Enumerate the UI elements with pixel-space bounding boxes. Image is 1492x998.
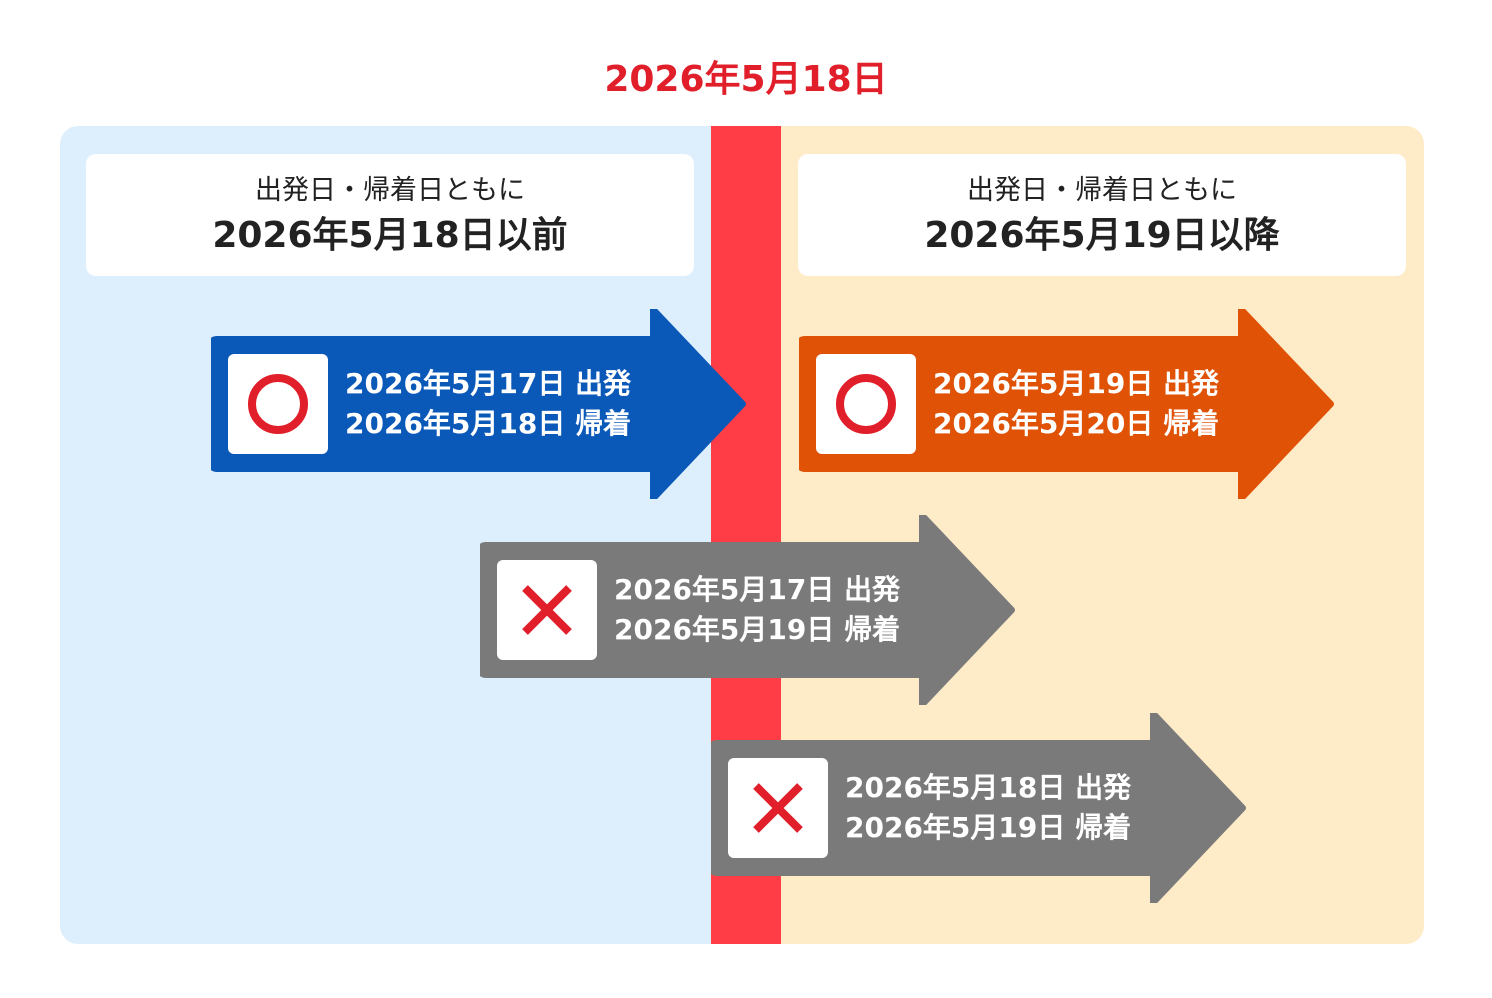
cross-icon	[753, 783, 803, 833]
trip-arrow-3: 2026年5月17日 出発 2026年5月19日 帰着	[480, 515, 1016, 705]
after-period-label-line2: 2026年5月19日以降	[924, 215, 1280, 256]
trip-depart: 2026年5月17日 出発	[345, 367, 632, 400]
trip-return: 2026年5月18日 帰着	[345, 407, 632, 440]
after-period-label-line1: 出発日・帰着日ともに	[967, 175, 1237, 206]
trip-return: 2026年5月19日 帰着	[845, 811, 1132, 844]
after-period-label: 出発日・帰着日ともに 2026年5月19日以降	[798, 154, 1406, 276]
trip-return: 2026年5月19日 帰着	[614, 613, 901, 646]
circle-icon	[836, 374, 896, 434]
arrow-shape	[799, 309, 1334, 499]
before-period-label-line2: 2026年5月18日以前	[212, 215, 568, 256]
before-period-label: 出発日・帰着日ともに 2026年5月18日以前	[86, 154, 694, 276]
trip-text: 2026年5月17日 出発 2026年5月18日 帰着	[345, 364, 631, 444]
trip-depart: 2026年5月19日 出発	[933, 367, 1220, 400]
arrow-shape	[211, 309, 746, 499]
cross-icon	[522, 585, 572, 635]
trip-text: 2026年5月17日 出発 2026年5月19日 帰着	[614, 570, 900, 650]
mark-box	[728, 758, 828, 858]
trip-arrow-1: 2026年5月17日 出発 2026年5月18日 帰着	[211, 309, 747, 499]
mark-box	[497, 560, 597, 660]
circle-icon	[248, 374, 308, 434]
trip-depart: 2026年5月18日 出発	[845, 771, 1132, 804]
arrow-shape	[480, 515, 1015, 705]
before-period-label-line1: 出発日・帰着日ともに	[255, 175, 525, 206]
arrow-shape	[711, 713, 1246, 903]
boundary-date-title: 2026年5月18日	[604, 59, 888, 100]
mark-box	[228, 354, 328, 454]
trip-return: 2026年5月20日 帰着	[933, 407, 1220, 440]
trip-text: 2026年5月19日 出発 2026年5月20日 帰着	[933, 364, 1219, 444]
trip-depart: 2026年5月17日 出発	[614, 573, 901, 606]
trip-arrow-2: 2026年5月19日 出発 2026年5月20日 帰着	[799, 309, 1335, 499]
trip-text: 2026年5月18日 出発 2026年5月19日 帰着	[845, 768, 1131, 848]
trip-arrow-4: 2026年5月18日 出発 2026年5月19日 帰着	[711, 713, 1247, 903]
mark-box	[816, 354, 916, 454]
